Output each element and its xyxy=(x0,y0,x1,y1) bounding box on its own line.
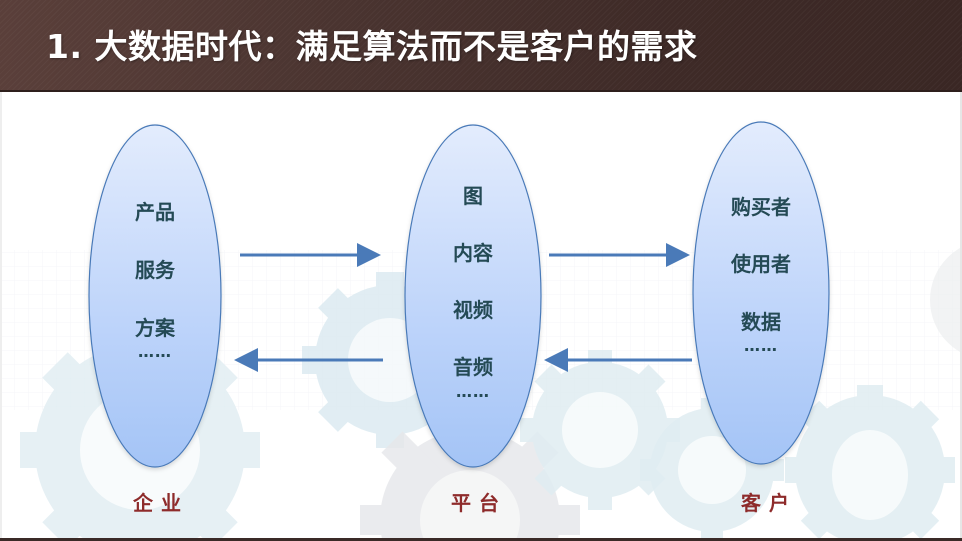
platform-item: 音频 xyxy=(453,355,493,379)
gear-icon xyxy=(930,246,962,354)
enterprise-item: 产品 xyxy=(135,200,175,224)
customer-item: 购买者 xyxy=(731,195,791,219)
platform-node: 图 内容 视频 音频 …… xyxy=(405,126,541,468)
platform-ellipse xyxy=(404,124,542,468)
enterprise-item: 方案 xyxy=(135,316,175,340)
gear-icon xyxy=(640,398,784,539)
enterprise-ellipse xyxy=(88,124,222,468)
gear-icon xyxy=(785,385,955,539)
platform-label: 平台 xyxy=(451,491,507,515)
customer-ellipse xyxy=(692,121,830,465)
platform-item: 内容 xyxy=(453,241,493,265)
enterprise-node: 产品 服务 方案 …… xyxy=(89,126,221,468)
slide-title: 1. 大数据时代：满足算法而不是客户的需求 xyxy=(46,27,698,66)
gear-icon xyxy=(520,350,680,510)
slide-left-edge xyxy=(0,92,2,538)
enterprise-label: 企业 xyxy=(133,491,189,515)
platform-item: 视频 xyxy=(453,298,493,322)
enterprise-ellipsis: …… xyxy=(138,342,172,361)
customer-item: 数据 xyxy=(741,310,781,334)
customer-label: 客户 xyxy=(741,491,797,515)
platform-item: 图 xyxy=(463,184,483,208)
title-bar: 1. 大数据时代：满足算法而不是客户的需求 xyxy=(0,0,962,92)
platform-ellipsis: …… xyxy=(456,382,490,401)
customer-ellipsis: …… xyxy=(744,336,778,355)
customer-node: 购买者 使用者 数据 …… xyxy=(693,123,829,465)
enterprise-item: 服务 xyxy=(135,258,175,282)
slide-right-edge xyxy=(960,92,962,538)
customer-item: 使用者 xyxy=(731,252,791,276)
slide-bottom-border xyxy=(0,538,962,541)
